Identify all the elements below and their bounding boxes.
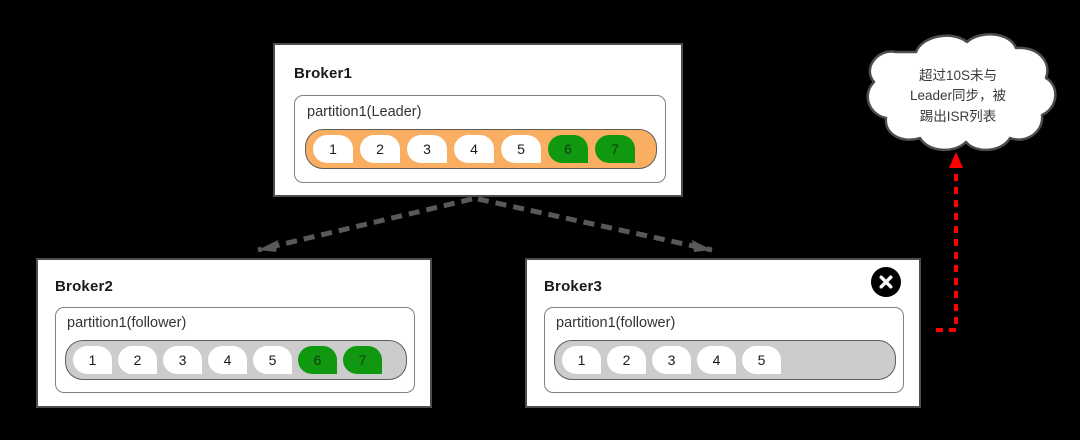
offset-cell[interactable]: 4 (454, 135, 494, 163)
offset-cell[interactable]: 4 (697, 346, 736, 374)
broker-title: Broker2 (55, 278, 114, 295)
partition-box: partition1(follower) 1 2 3 4 5 (544, 307, 904, 393)
offset-cell[interactable]: 7 (595, 135, 635, 163)
offset-cell[interactable]: 5 (742, 346, 781, 374)
broker-card-broker3[interactable]: Broker3 partition1(follower) 1 2 3 4 5 (525, 258, 921, 408)
broker-title: Broker3 (544, 278, 603, 295)
broker-title: Broker1 (294, 65, 353, 82)
log-bar: 1 2 3 4 5 6 7 (65, 340, 407, 380)
offset-cell[interactable]: 6 (548, 135, 588, 163)
close-icon (879, 275, 893, 289)
partition-box: partition1(follower) 1 2 3 4 5 6 7 (55, 307, 415, 393)
partition-box: partition1(Leader) 1 2 3 4 5 6 7 (294, 95, 666, 183)
callout-text: 超过10S未与 Leader同步，被 踢出ISR列表 (909, 68, 1007, 124)
offset-cell[interactable]: 2 (360, 135, 400, 163)
offset-cell[interactable]: 2 (607, 346, 646, 374)
offset-cell[interactable]: 3 (652, 346, 691, 374)
broker-card-broker1[interactable]: Broker1 partition1(Leader) 1 2 3 4 5 6 7 (273, 43, 683, 197)
offset-cell[interactable]: 6 (298, 346, 337, 374)
arrow-broker3-to-callout (936, 152, 963, 332)
offset-cell[interactable]: 1 (562, 346, 601, 374)
partition-label: partition1(follower) (67, 315, 187, 331)
offset-cell[interactable]: 7 (343, 346, 382, 374)
callout-cloud[interactable]: 超过10S未与 Leader同步，被 踢出ISR列表 (852, 28, 1064, 156)
partition-label: partition1(Leader) (307, 104, 422, 120)
partition-label: partition1(follower) (556, 315, 676, 331)
offset-cell[interactable]: 5 (501, 135, 541, 163)
x-circle-icon[interactable] (871, 267, 901, 297)
offset-cell[interactable]: 4 (208, 346, 247, 374)
log-bar: 1 2 3 4 5 (554, 340, 896, 380)
offset-cell[interactable]: 5 (253, 346, 292, 374)
log-bar: 1 2 3 4 5 6 7 (305, 129, 657, 169)
offset-cell[interactable]: 1 (313, 135, 353, 163)
offset-cell[interactable]: 2 (118, 346, 157, 374)
offset-cell[interactable]: 3 (163, 346, 202, 374)
offset-cell[interactable]: 1 (73, 346, 112, 374)
arrow-broker1-to-broker2 (257, 196, 473, 253)
arrow-broker1-to-broker3 (477, 196, 713, 253)
cloud-shape-icon (866, 33, 1057, 151)
broker-card-broker2[interactable]: Broker2 partition1(follower) 1 2 3 4 5 6… (36, 258, 432, 408)
offset-cell[interactable]: 3 (407, 135, 447, 163)
